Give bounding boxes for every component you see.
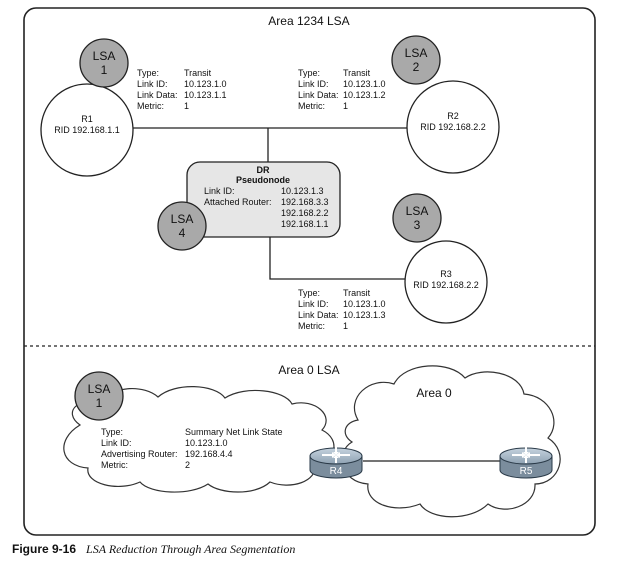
area-0-cloud bbox=[341, 365, 561, 518]
lsa-info-label: Metric: bbox=[298, 101, 325, 111]
router-r3-rid: RID 192.168.2.2 bbox=[413, 280, 479, 290]
lsa-info-label: Metric: bbox=[137, 101, 164, 111]
lsa-info-value: 10.123.1.3 bbox=[343, 310, 386, 320]
lsa-badge-word: LSA bbox=[171, 212, 194, 226]
lsa-info-label: Link Data: bbox=[298, 310, 339, 320]
link-pseudonode-r3 bbox=[269, 237, 405, 280]
lsa-info-label: Advertising Router: bbox=[101, 449, 178, 459]
router-r2[interactable]: R2 RID 192.168.2.2 bbox=[406, 80, 500, 174]
area-0-lsa-title: Area 0 LSA bbox=[278, 363, 339, 377]
lsa-info-summary: Type: Link ID: Advertising Router: Metri… bbox=[101, 427, 283, 470]
lsa-info-label: Type: bbox=[101, 427, 123, 437]
router-r3[interactable]: R3 RID 192.168.2.2 bbox=[404, 240, 488, 324]
figure-caption: Figure 9-16 LSA Reduction Through Area Se… bbox=[12, 542, 295, 557]
lsa-info-value: 1 bbox=[343, 321, 348, 331]
lsa-info-value: 10.123.1.2 bbox=[343, 90, 386, 100]
pseudonode-attached-label: Attached Router: bbox=[204, 197, 272, 207]
area-1234-title: Area 1234 LSA bbox=[268, 14, 349, 28]
lsa-info-value: Transit bbox=[184, 68, 212, 78]
router-r1-rid: RID 192.168.1.1 bbox=[54, 125, 120, 135]
lsa-info-label: Type: bbox=[298, 68, 320, 78]
lsa-info-label: Link ID: bbox=[137, 79, 168, 89]
lsa-badge-word: LSA bbox=[88, 382, 111, 396]
router-r4[interactable]: R4 bbox=[309, 447, 363, 479]
lsa-info-label: Link Data: bbox=[298, 90, 339, 100]
dr-pseudonode[interactable]: DR Pseudonode Link ID: 10.123.1.3 Attach… bbox=[186, 161, 341, 238]
lsa-badge-word: LSA bbox=[405, 46, 428, 60]
lsa-badge-summary[interactable]: LSA 1 bbox=[74, 371, 124, 421]
router-r2-rid: RID 192.168.2.2 bbox=[420, 122, 486, 132]
lsa-info-value: 1 bbox=[343, 101, 348, 111]
lsa-badge-word: LSA bbox=[406, 204, 429, 218]
lsa-info-label: Link ID: bbox=[298, 79, 329, 89]
cisco-router-icon bbox=[309, 447, 363, 479]
figure-number: Figure 9-16 bbox=[12, 542, 77, 556]
lsa-badge-number: 3 bbox=[414, 218, 421, 232]
lsa-badge-number: 4 bbox=[179, 226, 186, 240]
cisco-router-icon bbox=[499, 447, 553, 479]
router-r4-name: R4 bbox=[330, 466, 343, 477]
pseudonode-attached-router: 192.168.2.2 bbox=[281, 208, 329, 218]
lsa-badge-1[interactable]: LSA 1 bbox=[79, 38, 129, 88]
lsa-info-value: 1 bbox=[184, 101, 189, 111]
lsa-badge-3[interactable]: LSA 3 bbox=[392, 193, 442, 243]
lsa-info-label: Metric: bbox=[298, 321, 325, 331]
router-r1[interactable]: R1 RID 192.168.1.1 bbox=[40, 83, 134, 177]
lsa-info-value: 10.123.1.0 bbox=[343, 79, 386, 89]
router-r5[interactable]: R5 bbox=[499, 447, 553, 479]
lsa-info-label: Link ID: bbox=[298, 299, 329, 309]
area-0-cloud-label: Area 0 bbox=[416, 386, 452, 400]
lsa-info-label: Metric: bbox=[101, 460, 128, 470]
lsa-info-r3: Type: Link ID: Link Data: Metric: Transi… bbox=[298, 288, 386, 331]
lsa-badge-number: 1 bbox=[101, 63, 108, 77]
lsa-info-value: 10.123.1.0 bbox=[184, 79, 227, 89]
pseudonode-link-id-label: Link ID: bbox=[204, 186, 235, 196]
lsa-badge-word: LSA bbox=[93, 49, 116, 63]
lsa-info-r2: Type: Link ID: Link Data: Metric: Transi… bbox=[298, 68, 386, 111]
lsa-info-label: Link ID: bbox=[101, 438, 132, 448]
lsa-info-label: Link Data: bbox=[137, 90, 178, 100]
pseudonode-attached-router: 192.168.1.1 bbox=[281, 219, 329, 229]
lsa-info-value: 10.123.1.0 bbox=[185, 438, 228, 448]
lsa-info-r1: Type: Link ID: Link Data: Metric: Transi… bbox=[137, 68, 227, 111]
router-r5-name: R5 bbox=[520, 466, 533, 477]
router-r1-name: R1 bbox=[81, 114, 93, 124]
lsa-badge-number: 1 bbox=[96, 396, 103, 410]
router-r3-name: R3 bbox=[440, 269, 452, 279]
lsa-info-value: 10.123.1.0 bbox=[343, 299, 386, 309]
pseudonode-link-id-value: 10.123.1.3 bbox=[281, 186, 324, 196]
pseudonode-line1: DR bbox=[257, 165, 270, 175]
lsa-badge-number: 2 bbox=[413, 60, 420, 74]
lsa-info-value: 10.123.1.1 bbox=[184, 90, 227, 100]
lsa-badge-4[interactable]: LSA 4 bbox=[157, 201, 207, 251]
figure-title: LSA Reduction Through Area Segmentation bbox=[86, 542, 296, 556]
lsa-info-value: Transit bbox=[343, 68, 371, 78]
lsa-info-label: Type: bbox=[298, 288, 320, 298]
lsa-info-value: 192.168.4.4 bbox=[185, 449, 233, 459]
lsa-info-value: 2 bbox=[185, 460, 190, 470]
lsa-info-label: Type: bbox=[137, 68, 159, 78]
lsa-info-value: Summary Net Link State bbox=[185, 427, 283, 437]
pseudonode-attached-router: 192.168.3.3 bbox=[281, 197, 329, 207]
lsa-badge-2[interactable]: LSA 2 bbox=[391, 35, 441, 85]
pseudonode-line2: Pseudonode bbox=[236, 175, 290, 185]
router-r2-name: R2 bbox=[447, 111, 459, 121]
lsa-info-value: Transit bbox=[343, 288, 371, 298]
